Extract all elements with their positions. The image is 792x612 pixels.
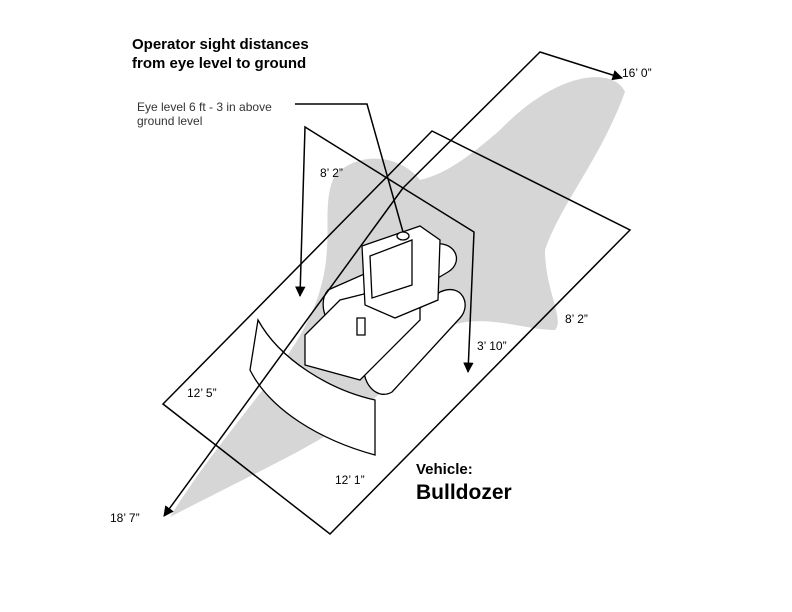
dozer-blade — [249, 318, 376, 456]
vehicle-name: Bulldozer — [416, 481, 512, 504]
cab-window — [369, 239, 413, 299]
ground-plane-outline — [161, 130, 632, 536]
dimension-label-top-right: 16’ 0” — [622, 66, 652, 80]
sight-line-8ft-top — [295, 125, 404, 298]
exhaust-stack — [356, 317, 366, 336]
sight-line-18ft — [163, 187, 404, 517]
eye-pointer-line — [295, 103, 404, 233]
dimension-label-right-lower: 3’ 10” — [477, 339, 507, 353]
eye-level-note-line1: Eye level 6 ft - 3 in above — [137, 100, 272, 114]
vehicle-label: Vehicle: — [416, 461, 473, 478]
dimension-label-left: 12’ 5” — [187, 386, 217, 400]
bulldozer-illustration — [249, 225, 466, 456]
sight-line-8ft-right — [402, 187, 475, 374]
dimension-label-right: 8’ 2” — [565, 312, 588, 326]
sight-lines — [163, 51, 624, 517]
diagram-title-line1: Operator sight distances — [132, 36, 309, 53]
dimension-label-bottom-left: 18’ 7” — [110, 511, 140, 525]
eye-level-note-line2: ground level — [137, 114, 202, 128]
dimension-label-bottom: 12’ 1” — [335, 473, 365, 487]
operator-eye-marker — [396, 231, 410, 241]
sight-line-16ft — [402, 51, 624, 189]
dimension-label-top-center: 8’ 2” — [320, 166, 343, 180]
diagram-title-line2: from eye level to ground — [132, 55, 306, 72]
